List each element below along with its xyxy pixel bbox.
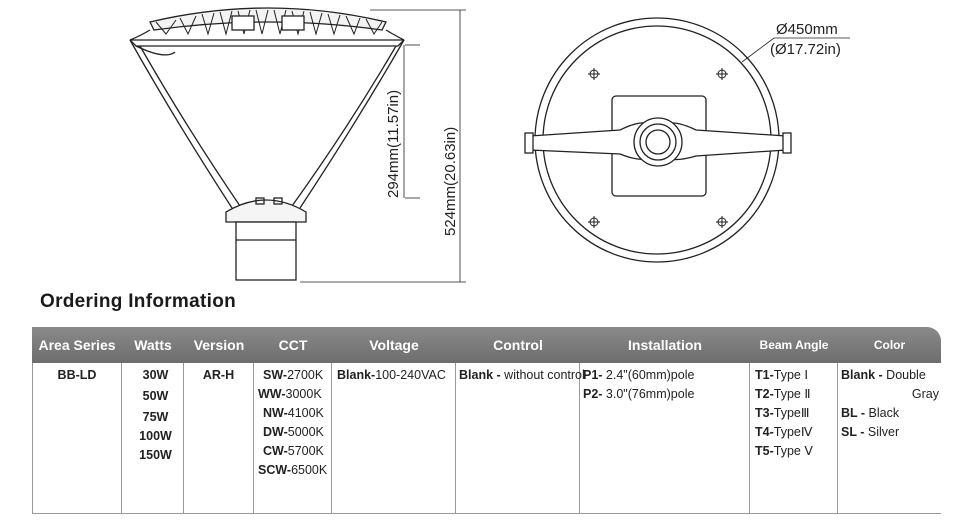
- cct-option: DW-5000K: [263, 425, 324, 439]
- header-area-series: Area Series: [38, 337, 116, 353]
- cct-option: NW-4100K: [263, 406, 324, 420]
- cct-option: CW-5700K: [263, 444, 324, 458]
- dimension-diameter-mm: Ø450mm: [776, 21, 838, 38]
- dimension-diameter-in: (Ø17.72in): [770, 41, 841, 58]
- technical-drawing: 294mm(11.57in) 524mm(20.63in) Ø450mm (Ø1…: [129, 7, 850, 283]
- color-option-silver: SL - Silver: [841, 425, 900, 439]
- watts-option: 100W: [139, 429, 172, 443]
- cell-voltage: Blank-100-240VAC: [332, 363, 456, 513]
- dimension-height-inner: 294mm(11.57in): [385, 90, 402, 198]
- cell-version: AR-H: [184, 363, 254, 513]
- header-control: Control: [493, 337, 543, 353]
- watts-option: 50W: [142, 389, 169, 403]
- drawing-svg: 294mm(11.57in) 524mm(20.63in) Ø450mm (Ø1…: [129, 7, 850, 283]
- header-version: Version: [193, 337, 245, 353]
- header-watts: Watts: [134, 337, 172, 353]
- table-body: BB-LD 30W 50W 75W 100W 150W AR-H SW-2700…: [32, 363, 941, 514]
- header-voltage: Voltage: [369, 337, 419, 353]
- cell-color: Blank - Double Gray BL - Black SL - Silv…: [838, 363, 941, 513]
- beam-angle-option: T3-TypeⅢ: [755, 406, 810, 420]
- installation-option: P2- 3.0"(76mm)pole: [583, 387, 695, 401]
- area-series-value: BB-LD: [57, 368, 97, 382]
- watts-option: 150W: [139, 448, 172, 462]
- cct-option: WW-3000K: [258, 387, 322, 401]
- side-view: [129, 7, 466, 283]
- installation-option: P1- 2.4"(60mm)pole: [583, 368, 695, 382]
- cell-control: Blank - without control: [456, 363, 585, 513]
- color-option-blank-continued: Gray: [911, 387, 939, 401]
- beam-angle-option: T5-Type Ⅴ: [755, 444, 813, 458]
- control-option: Blank - without control: [459, 368, 585, 382]
- cell-watts: 30W 50W 75W 100W 150W: [122, 363, 184, 513]
- voltage-option: Blank-100-240VAC: [337, 368, 446, 382]
- ordering-information-heading: Ordering Information: [40, 291, 236, 312]
- cell-beam-angle: T1-Type Ⅰ T2-Type Ⅱ T3-TypeⅢ T4-TypeⅣ T5…: [750, 363, 838, 513]
- cell-area-series: BB-LD: [32, 363, 122, 513]
- header-color: Color: [873, 338, 906, 352]
- table-header: Area Series Watts Version CCT Voltage Co…: [32, 327, 941, 363]
- header-beam-angle: Beam Angle: [759, 338, 829, 352]
- header-installation: Installation: [628, 337, 702, 353]
- watts-option: 75W: [142, 410, 169, 424]
- cell-installation: P1- 2.4"(60mm)pole P2- 3.0"(76mm)pole: [580, 363, 750, 513]
- cell-cct: SW-2700K WW-3000K NW-4100K DW-5000K CW-5…: [254, 363, 332, 513]
- color-option-black: BL - Black: [841, 406, 900, 420]
- watts-option: 30W: [142, 368, 169, 382]
- header-cct: CCT: [278, 337, 308, 353]
- beam-angle-option: T2-Type Ⅱ: [755, 387, 811, 401]
- version-value: AR-H: [202, 368, 235, 382]
- cct-option: SCW-6500K: [258, 463, 328, 477]
- beam-angle-option: T4-TypeⅣ: [755, 425, 813, 439]
- color-option-blank: Blank - Double: [841, 368, 926, 382]
- dimension-height-total: 524mm(20.63in): [442, 127, 459, 236]
- beam-angle-option: T1-Type Ⅰ: [755, 368, 809, 382]
- ordering-table: Area Series Watts Version CCT Voltage Co…: [32, 327, 941, 517]
- cct-option: SW-2700K: [263, 368, 324, 382]
- top-view: [524, 17, 850, 263]
